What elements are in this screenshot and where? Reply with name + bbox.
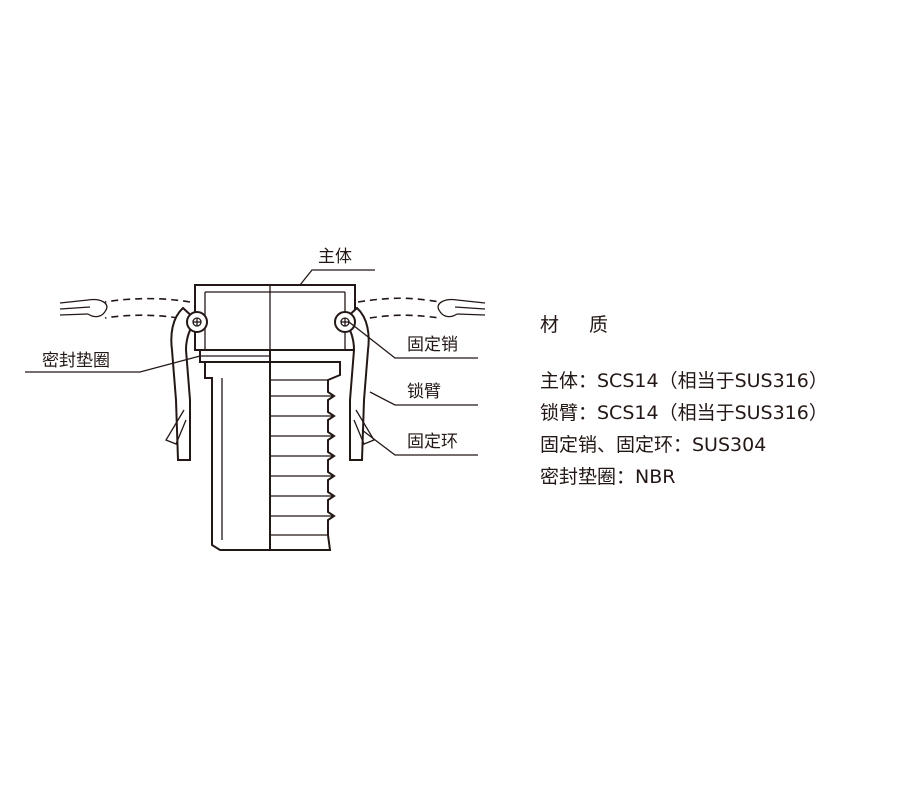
material-row-body: 主体：SCS14（相当于SUS316） <box>540 370 828 392</box>
material-row-gasket: 密封垫圈：NBR <box>540 466 676 488</box>
gasket <box>199 349 271 363</box>
coupling-body <box>194 284 356 351</box>
lock-arm-left <box>165 306 208 461</box>
hose-shank <box>204 361 341 551</box>
material-row-pin-ring: 固定销、固定环：SUS304 <box>540 434 767 456</box>
open-arm-right <box>357 297 486 321</box>
label-arm: 锁臂 <box>407 382 441 402</box>
materials-title: 材 质 <box>540 314 621 336</box>
materials-panel: 材 质 主体：SCS14（相当于SUS316） 锁臂：SCS14（相当于SUS3… <box>540 312 890 493</box>
label-pin: 固定销 <box>407 335 458 355</box>
leader-lines <box>25 269 478 456</box>
open-arm-left <box>59 297 191 321</box>
lock-arm-right <box>334 306 375 461</box>
label-gasket: 密封垫圈 <box>42 351 110 371</box>
label-ring: 固定环 <box>407 432 458 452</box>
label-body: 主体 <box>318 247 352 267</box>
material-row-arm: 锁臂：SCS14（相当于SUS316） <box>540 402 828 424</box>
